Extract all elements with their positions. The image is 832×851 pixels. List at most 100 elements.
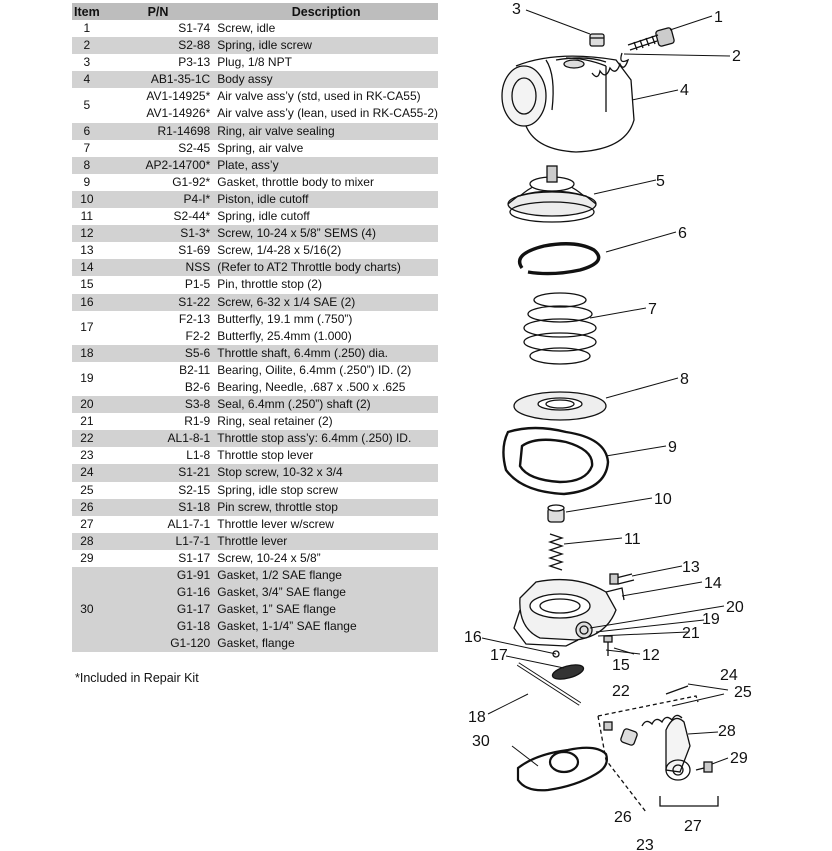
part-8-plate	[513, 391, 607, 421]
part-description: Plate, ass’y	[214, 156, 438, 174]
part-number: S1-22	[101, 293, 215, 311]
part-description: Butterfly, 19.1 mm (.750”) Butterfly, 25.…	[214, 311, 438, 345]
description-line: Gasket, 1/2 SAE flange	[217, 568, 342, 582]
part-number-line: G1-16	[176, 585, 211, 600]
description-line: Screw, idle	[217, 21, 276, 35]
part-description: Seal, 6.4mm (.250”) shaft (2)	[214, 396, 438, 414]
part-description: Bearing, Oilite, 6.4mm (.250”) ID. (2)Be…	[214, 362, 438, 396]
description-line: Gasket, flange	[217, 636, 295, 651]
part-10-piston	[547, 504, 565, 523]
part-description: Ring, seal retainer (2)	[214, 413, 438, 430]
part-number: L1-8	[102, 447, 214, 464]
callout-20: 20	[726, 599, 744, 616]
table-row: 5 AV1-14925*AV1-14926*Air valve ass’y (st…	[72, 88, 438, 122]
part-number-line: AV1-14925*	[146, 89, 211, 104]
item-number: 30	[72, 567, 102, 653]
part-number: S2-45	[102, 140, 214, 157]
description-line: Spring, idle screw	[217, 38, 312, 53]
callout-15: 15	[612, 657, 630, 674]
callout-1: 1	[714, 9, 723, 26]
callout-13: 13	[682, 559, 700, 576]
description-line: Screw, 6-32 x 1/4 SAE (2)	[217, 294, 356, 309]
callout-27: 27	[684, 818, 702, 835]
description-line: Gasket, 1” SAE flange	[217, 602, 336, 617]
part-3-plug	[589, 33, 605, 47]
item-number: 17	[80, 320, 94, 335]
description-line: Bearing, Needle, .687 x .500 x .625	[217, 379, 406, 394]
item-number: 5	[83, 97, 91, 112]
part-number-line: S2-44*	[173, 209, 211, 224]
callout-10: 10	[654, 491, 672, 508]
callout-6: 6	[678, 225, 687, 242]
description-line: Spring, idle stop screw	[217, 482, 338, 497]
item-number: 8	[72, 156, 102, 174]
description-line: Throttle shaft, 6.4mm (.250) dia.	[217, 345, 388, 360]
part-number-line: S1-3*	[180, 226, 211, 241]
part-number-line: G1-17	[176, 602, 211, 617]
part-number: S3-8	[101, 396, 215, 414]
item-number: 26	[72, 498, 102, 516]
part-12-screw	[603, 635, 613, 656]
part-number-line: S1-21	[178, 465, 211, 480]
item-number: 22	[72, 430, 102, 448]
item-number: 27	[80, 516, 94, 531]
part-22-throttle-stop-assy	[597, 685, 699, 813]
item-number: 2	[72, 37, 102, 55]
callout-18: 18	[468, 709, 486, 726]
part-number: S1-69	[102, 242, 214, 259]
item-number: 9	[83, 174, 91, 189]
description-line: Pin, throttle stop (2)	[217, 277, 322, 292]
description-line: Butterfly, 19.1 mm (.750”)	[217, 311, 353, 326]
part-description: Throttle stop lever	[214, 447, 438, 464]
description-line: Air valve ass’y (std, used in RK-CA55)	[217, 89, 421, 104]
part-description: Throttle stop ass’y: 6.4mm (.250) ID.	[214, 430, 438, 448]
callout-21: 21	[682, 625, 700, 642]
part-number-line: NSS	[185, 260, 211, 275]
part-number: AV1-14925*AV1-14926*	[102, 88, 214, 122]
callout-9: 9	[668, 439, 677, 456]
callout-7: 7	[648, 301, 657, 318]
part-number-line: R1-14698	[157, 123, 211, 138]
part-28-throttle-lever	[659, 717, 719, 807]
callout-12: 12	[642, 647, 660, 664]
part-description: Screw, 1/4-28 x 5/16(2)	[214, 242, 438, 259]
part-1-screw	[627, 27, 675, 51]
part-number: AL1-8-1	[101, 430, 215, 448]
description-line: (Refer to AT2 Throttle body charts)	[217, 260, 401, 275]
part-number: AL1-7-1	[102, 516, 214, 533]
description-line: Screw, 10-24 x 5/8” SEMS (4)	[217, 226, 376, 241]
callout-19: 19	[702, 611, 720, 628]
callout-14: 14	[704, 575, 722, 592]
description-line: Butterfly, 25.4mm (1.000)	[217, 328, 352, 343]
description-line: Screw, 10-24 x 5/8”	[217, 550, 321, 565]
part-number-line: F2-2	[185, 328, 211, 343]
part-description: Plug, 1/8 NPT	[214, 54, 438, 71]
part-description: Ring, air valve sealing	[214, 122, 438, 140]
description-line: Spring, idle cutoff	[217, 209, 310, 224]
callout-26: 26	[614, 809, 632, 826]
description-line: Air valve ass’y (lean, used in RK-CA55-2…	[217, 106, 438, 121]
part-number: S1-17	[102, 550, 214, 567]
description-line: Spring, air valve	[217, 140, 304, 155]
item-number: 11	[80, 209, 94, 224]
part-description: Throttle lever w/screw	[214, 516, 438, 533]
description-line: Throttle lever	[217, 533, 288, 548]
header-description: Description	[214, 3, 438, 20]
item-number: 29	[80, 550, 94, 565]
item-number: 1	[83, 21, 91, 35]
part-number: AB1-35-1C	[101, 71, 215, 89]
